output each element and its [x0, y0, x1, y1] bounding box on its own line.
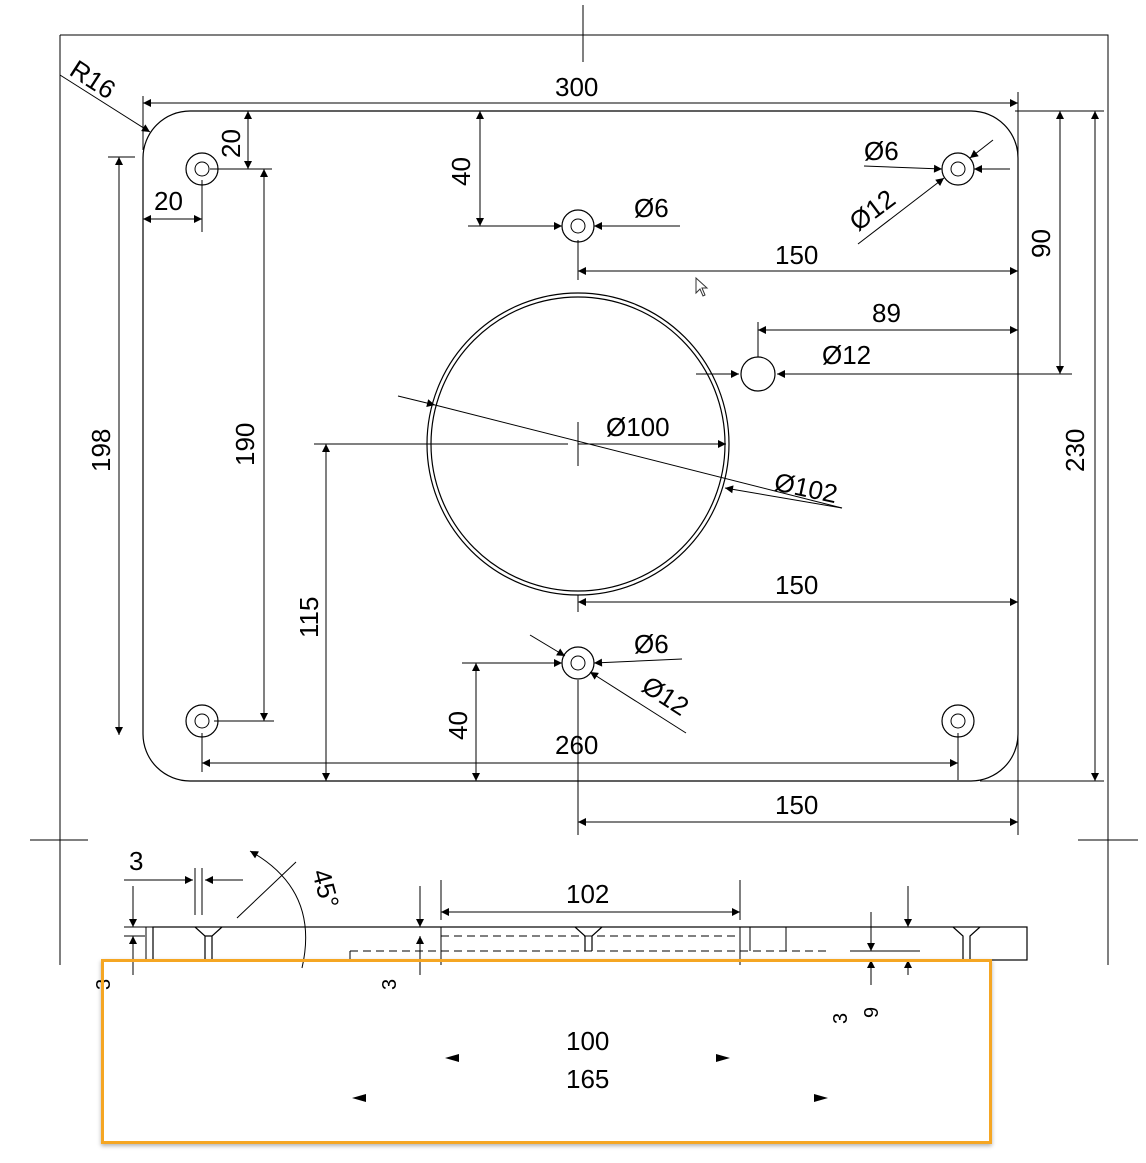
- label-300: 300: [555, 72, 598, 102]
- selection-box[interactable]: [101, 959, 992, 1144]
- side-view: [124, 850, 1028, 1102]
- label-20-vertical: 20: [216, 129, 246, 158]
- label-115: 115: [294, 597, 324, 638]
- label-dia6-bottom: Ø6: [634, 629, 669, 659]
- label-90: 90: [1026, 229, 1056, 258]
- mouse-cursor-icon: [695, 276, 709, 297]
- label-102: 102: [566, 879, 609, 909]
- label-165: 165: [566, 1064, 609, 1094]
- dimension-labels: R16 300 20 20 40 Ø6 Ø6 Ø12 150 89 Ø12 90…: [65, 54, 1090, 1094]
- label-9: 9: [861, 1007, 883, 1018]
- label-3-right: 3: [830, 1013, 852, 1024]
- label-45-degree: 45°: [306, 866, 345, 912]
- label-dia6-top-right: Ø6: [864, 136, 899, 166]
- hole-bottom-left: [185, 704, 219, 738]
- hole-top-center: [561, 209, 595, 243]
- label-dia6-top: Ø6: [634, 193, 669, 223]
- hole-top-right: [941, 152, 975, 186]
- label-150-top: 150: [775, 240, 818, 270]
- label-40-bottom: 40: [443, 711, 473, 740]
- label-dia12-top-right: Ø12: [844, 183, 901, 237]
- hole-bottom-center: [561, 646, 595, 680]
- label-150-mid: 150: [775, 570, 818, 600]
- label-89: 89: [872, 298, 901, 328]
- mounting-holes: [185, 152, 975, 738]
- label-r16: R16: [65, 54, 121, 105]
- hole-side: [740, 356, 776, 392]
- label-3-left: 3: [93, 979, 115, 990]
- label-dia12-bottom: Ø12: [637, 670, 695, 722]
- dimension-lines: [59, 74, 1104, 835]
- frame-lines: [30, 5, 1138, 965]
- label-230: 230: [1060, 429, 1090, 472]
- label-3-counterbore: 3: [129, 846, 143, 876]
- label-198: 198: [86, 429, 116, 472]
- label-100: 100: [566, 1026, 609, 1056]
- label-190: 190: [230, 423, 260, 466]
- label-150-bottom: 150: [775, 790, 818, 820]
- label-260: 260: [555, 730, 598, 760]
- label-dia12-side: Ø12: [822, 340, 871, 370]
- label-20-horizontal: 20: [154, 186, 183, 216]
- hole-bottom-right: [941, 704, 975, 738]
- label-3-mid: 3: [379, 979, 401, 990]
- label-dia102: Ø102: [772, 467, 840, 510]
- label-dia100: Ø100: [606, 412, 670, 442]
- label-40-top: 40: [446, 157, 476, 186]
